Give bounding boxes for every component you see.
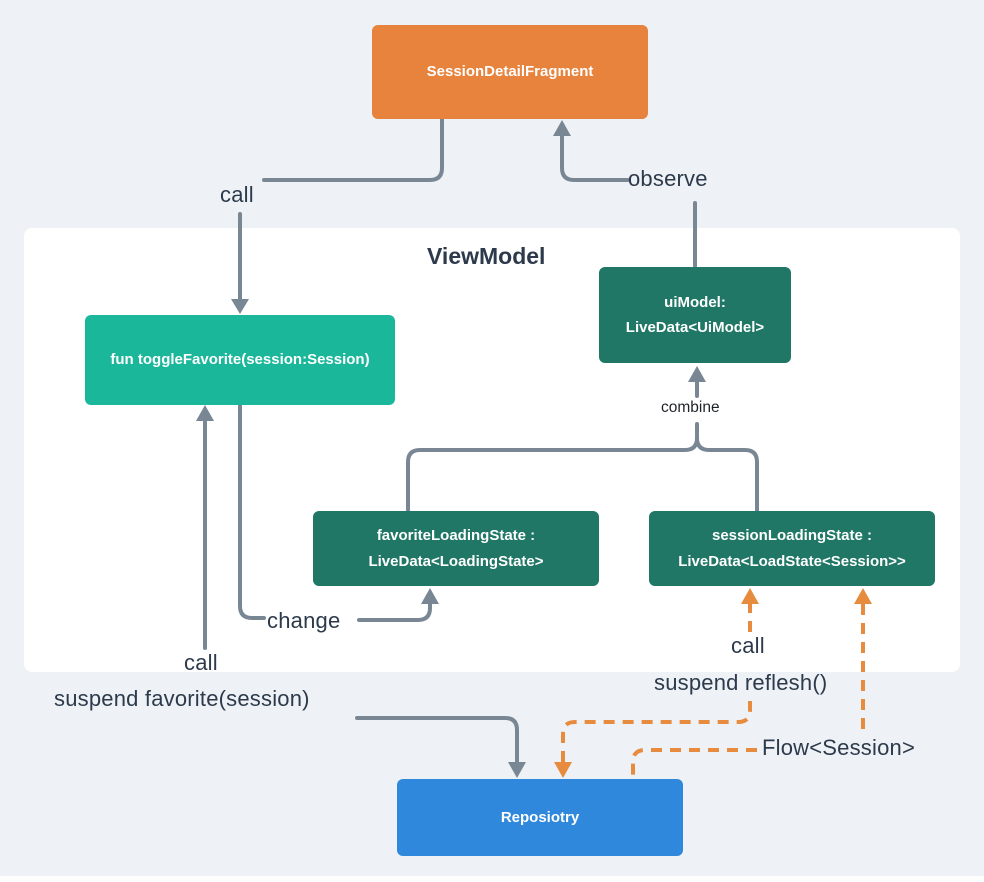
edge-suspendfavorite-to-repo	[355, 716, 519, 764]
node-label-line2: LiveData<LoadState<Session>>	[678, 552, 906, 570]
edge-label-call-right: call	[731, 633, 765, 658]
node-label: Reposiotry	[500, 808, 580, 826]
edge-observe-to-fragment	[560, 134, 630, 182]
node-label-line1: favoriteLoadingState :	[376, 527, 536, 544]
node-label-line1: uiModel:	[664, 293, 726, 311]
edge-dashed-flow-to-repo	[631, 748, 757, 777]
node-toggle-favorite: fun toggleFavorite(session:Session)	[85, 315, 395, 405]
arrowhead-down-repo-top	[508, 762, 526, 778]
edge-label-call-left: call	[184, 650, 218, 675]
viewmodel-panel	[24, 228, 960, 672]
edge-label-combine: combine	[661, 399, 720, 416]
viewmodel-panel-title: ViewModel	[427, 243, 546, 269]
edge-label-suspend-favorite: suspend favorite(session)	[54, 686, 310, 711]
node-label-line2: LiveData<UiModel>	[625, 319, 765, 336]
node-favorite-loading-state: favoriteLoadingState : LiveData<LoadingS…	[313, 511, 599, 586]
edge-label-change: change	[267, 608, 341, 633]
node-label: SessionDetailFragment	[426, 63, 594, 81]
node-label: fun toggleFavorite(session:Session)	[110, 351, 370, 369]
edge-label-flow-session: Flow<Session>	[762, 735, 916, 760]
node-session-loading-state: sessionLoadingState : LiveData<LoadState…	[649, 511, 935, 586]
node-session-detail-fragment: SessionDetailFragment	[372, 25, 648, 119]
node-ui-model: uiModel: LiveData<UiModel>	[599, 267, 791, 363]
bottom-strip	[0, 876, 984, 882]
edge-label-suspend-reflesh: suspend reflesh()	[654, 670, 828, 695]
arrowhead-down-repo-orange	[554, 762, 572, 778]
node-label-line1: sessionLoadingState :	[711, 527, 873, 544]
node-repository: Reposiotry	[397, 779, 683, 856]
node-label-line2: LiveData<LoadingState>	[368, 552, 544, 570]
edge-label-observe: observe	[628, 166, 708, 191]
edge-label-call-top: call	[220, 182, 254, 207]
arrowhead-up-fragment-bottom	[553, 120, 571, 136]
edge-fragment-to-call	[262, 117, 444, 182]
